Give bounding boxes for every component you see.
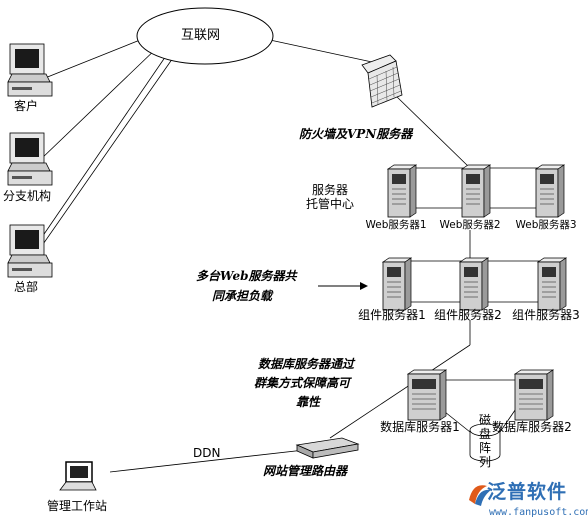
ddn-label: DDN: [193, 446, 221, 460]
db-note-line3: 靠性: [296, 395, 321, 409]
desktop-pc-icon-branch: [7, 132, 53, 186]
hosting-center-line2: 托管中心: [305, 197, 355, 211]
load-arrow: [318, 282, 368, 290]
desktop-pc-icon-hq: [7, 224, 53, 278]
load-note-line2: 同承担负载: [212, 289, 273, 303]
load-note-line1: 多台Web服务器共: [196, 269, 297, 283]
component-server-3-icon: [536, 257, 568, 311]
component-server-1-icon: [381, 257, 413, 311]
internet-label: 互联网: [181, 28, 221, 43]
db-server-1-label: 数据库服务器1: [380, 420, 460, 434]
firewall-icon: [361, 54, 403, 108]
fanpu-logo[interactable]: 泛普软件 www.fanpusoft.com: [463, 477, 588, 521]
laptop-icon: [59, 461, 97, 491]
component-server-2-label: 组件服务器2: [434, 308, 502, 322]
component-server-1-label: 组件服务器1: [358, 308, 426, 322]
desktop-pc-icon-customer: [7, 43, 53, 97]
client-branch-label: 分支机构: [3, 189, 52, 203]
db-server-1-icon: [406, 369, 448, 421]
disk-array-icon: [469, 423, 501, 462]
fanpu-logo-icon: [469, 485, 491, 506]
component-server-2-icon: [458, 257, 490, 311]
hosting-center-line1: 服务器: [311, 183, 349, 197]
client-hq-label: 总部: [14, 280, 39, 294]
db-note-line2: 群集方式保障高可: [254, 376, 351, 390]
client-customer-label: 客户: [14, 99, 39, 113]
router-label: 网站管理路由器: [263, 464, 348, 478]
logo-brand: 泛普软件: [487, 481, 568, 503]
db-note-line1: 数据库服务器通过: [258, 357, 355, 371]
web-server-2-icon: [460, 164, 492, 218]
disk-array-label: 磁盘阵列: [478, 413, 491, 469]
component-server-3-label: 组件服务器3: [512, 308, 580, 322]
web-server-1-label: Web服务器1: [365, 219, 427, 231]
db-server-2-icon: [513, 369, 555, 421]
web-server-2-label: Web服务器2: [439, 219, 501, 231]
client-computers: [7, 43, 53, 278]
db-server-2-label: 数据库服务器2: [492, 420, 572, 434]
workstation-label: 管理工作站: [47, 499, 108, 513]
web-server-3-icon: [534, 164, 566, 218]
firewall-label: 防火墙及VPN服务器: [299, 127, 413, 141]
internet-cloud: [136, 7, 274, 65]
server-towers: [381, 164, 568, 421]
web-server-3-label: Web服务器3: [515, 219, 577, 231]
logo-url: www.fanpusoft.com: [489, 507, 588, 518]
router-icon: [295, 437, 360, 459]
connection-lines: [24, 33, 555, 473]
web-server-1-icon: [386, 164, 418, 218]
